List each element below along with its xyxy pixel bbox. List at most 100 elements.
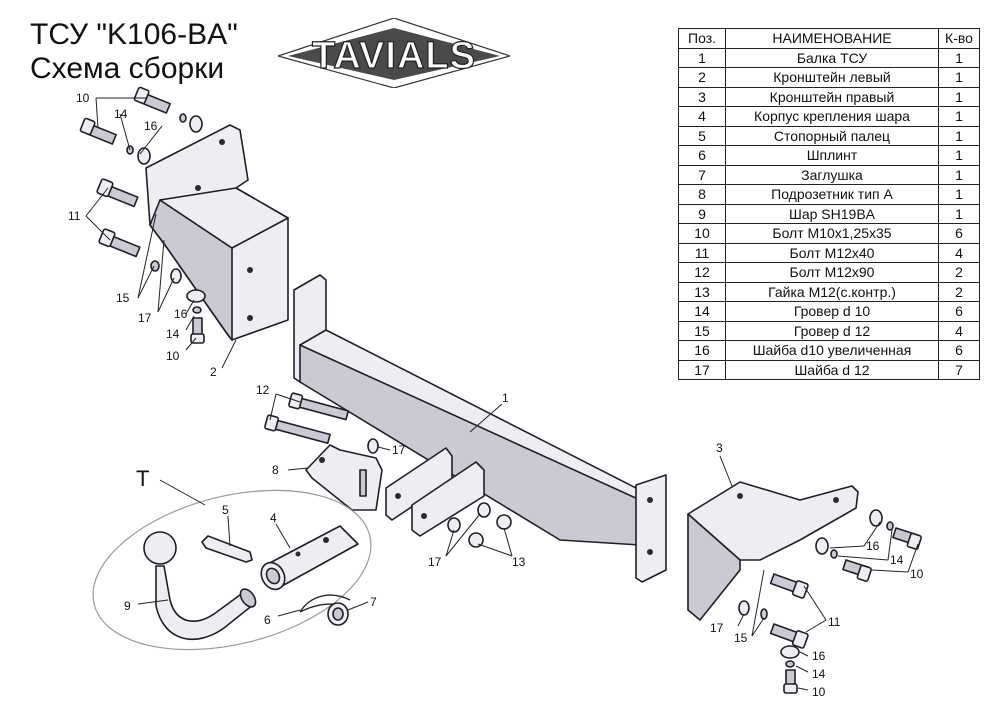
washer-icon bbox=[780, 645, 800, 659]
brand-logo-text: TAVIALS bbox=[312, 35, 476, 77]
bolt-icon bbox=[98, 228, 141, 258]
locking-pin bbox=[201, 535, 253, 563]
washer-icon bbox=[192, 306, 202, 314]
callout-12: 12 bbox=[256, 383, 270, 397]
long-bolts bbox=[264, 392, 379, 454]
nut-icon bbox=[496, 514, 512, 530]
callout-2: 2 bbox=[210, 365, 217, 379]
cell-name: Шплинт bbox=[725, 145, 939, 166]
callout-17: 17 bbox=[710, 621, 724, 635]
washer-icon bbox=[137, 147, 151, 165]
callout-14: 14 bbox=[166, 327, 180, 341]
cell-name: Кронштейн левый bbox=[725, 67, 939, 88]
callout-11: 11 bbox=[828, 615, 841, 629]
callout-14: 14 bbox=[890, 553, 904, 567]
washer-icon bbox=[367, 438, 379, 454]
callout-10: 10 bbox=[76, 91, 90, 105]
cell-name: Болт М10х1,25х35 bbox=[725, 223, 939, 244]
washer-icon bbox=[760, 608, 768, 620]
title-line-2: Схема сборки bbox=[30, 52, 225, 85]
callout-10: 10 bbox=[166, 349, 180, 363]
callout-16: 16 bbox=[174, 307, 188, 321]
bolt-icon bbox=[79, 117, 117, 145]
washer-icon bbox=[447, 517, 461, 533]
callout-13: 13 bbox=[512, 555, 526, 569]
cell-position: 16 bbox=[678, 340, 726, 361]
cell-position: 15 bbox=[678, 320, 726, 341]
cell-quantity: 7 bbox=[938, 359, 980, 380]
callout-4: 4 bbox=[270, 511, 277, 525]
leader-lines bbox=[85, 97, 919, 691]
callout-15: 15 bbox=[116, 291, 130, 305]
callout-16: 16 bbox=[812, 649, 826, 663]
callout-9: 9 bbox=[124, 599, 131, 613]
cell-quantity: 2 bbox=[938, 262, 980, 283]
cell-name: Гровер d 10 bbox=[725, 301, 939, 322]
washer-icon bbox=[815, 537, 829, 555]
cap-plug bbox=[327, 602, 349, 626]
bolt-icon bbox=[133, 86, 171, 114]
callout-16: 16 bbox=[866, 539, 880, 553]
socket-plate bbox=[305, 444, 383, 511]
washer-icon bbox=[477, 502, 491, 518]
left-fasteners bbox=[79, 86, 322, 344]
bolt-icon bbox=[842, 559, 872, 582]
washer-icon bbox=[186, 289, 206, 303]
bolt-icon bbox=[769, 623, 809, 649]
callout-16: 16 bbox=[144, 119, 158, 133]
washer-icon bbox=[886, 521, 894, 531]
washer-icon bbox=[179, 113, 187, 123]
washer-icon bbox=[785, 660, 795, 668]
callout-labels: 10 14 16 11 15 17 16 14 10 2 12 17 8 1 3… bbox=[68, 91, 924, 699]
diagram-title: ТСУ "K106-BA" Схема сборки bbox=[30, 18, 238, 86]
callout-14: 14 bbox=[114, 107, 128, 121]
center-nuts bbox=[447, 502, 512, 548]
callout-5: 5 bbox=[222, 503, 229, 517]
cell-name: Заглушка bbox=[725, 164, 939, 185]
ball-mount-housing bbox=[260, 525, 359, 591]
callout-6: 6 bbox=[264, 613, 271, 627]
callout-10: 10 bbox=[812, 685, 826, 699]
bolt-icon bbox=[769, 573, 809, 599]
title-line-1: ТСУ "K106-BA" bbox=[30, 18, 238, 51]
callout-7: 7 bbox=[370, 595, 377, 609]
bolt-icon bbox=[190, 317, 205, 344]
tow-ball bbox=[143, 531, 257, 641]
washer-icon bbox=[189, 115, 203, 133]
callout-17: 17 bbox=[392, 443, 406, 457]
cell-position: 11 bbox=[678, 242, 726, 263]
callout-t: T bbox=[136, 466, 149, 491]
washer-icon bbox=[830, 549, 838, 559]
cell-name: Корпус крепления шара bbox=[725, 106, 939, 127]
bolt-icon bbox=[783, 669, 798, 694]
tow-beam bbox=[293, 274, 667, 583]
callout-10: 10 bbox=[910, 567, 924, 581]
brand-logo: TAVIALS bbox=[278, 18, 510, 88]
callout-11: 11 bbox=[68, 209, 81, 223]
washer-icon bbox=[869, 509, 883, 527]
callout-14: 14 bbox=[812, 667, 826, 681]
callout-17: 17 bbox=[138, 311, 152, 325]
cell-name: Шайба d10 увеличенная bbox=[725, 340, 939, 361]
nut-icon bbox=[468, 532, 484, 548]
detail-t-outline bbox=[92, 489, 372, 651]
callout-15: 15 bbox=[734, 631, 748, 645]
callout-8: 8 bbox=[272, 463, 279, 477]
left-bracket bbox=[145, 124, 289, 341]
callout-3: 3 bbox=[716, 441, 723, 455]
right-bracket bbox=[687, 481, 859, 621]
beam-plates bbox=[385, 447, 485, 537]
bolt-icon bbox=[96, 178, 139, 208]
